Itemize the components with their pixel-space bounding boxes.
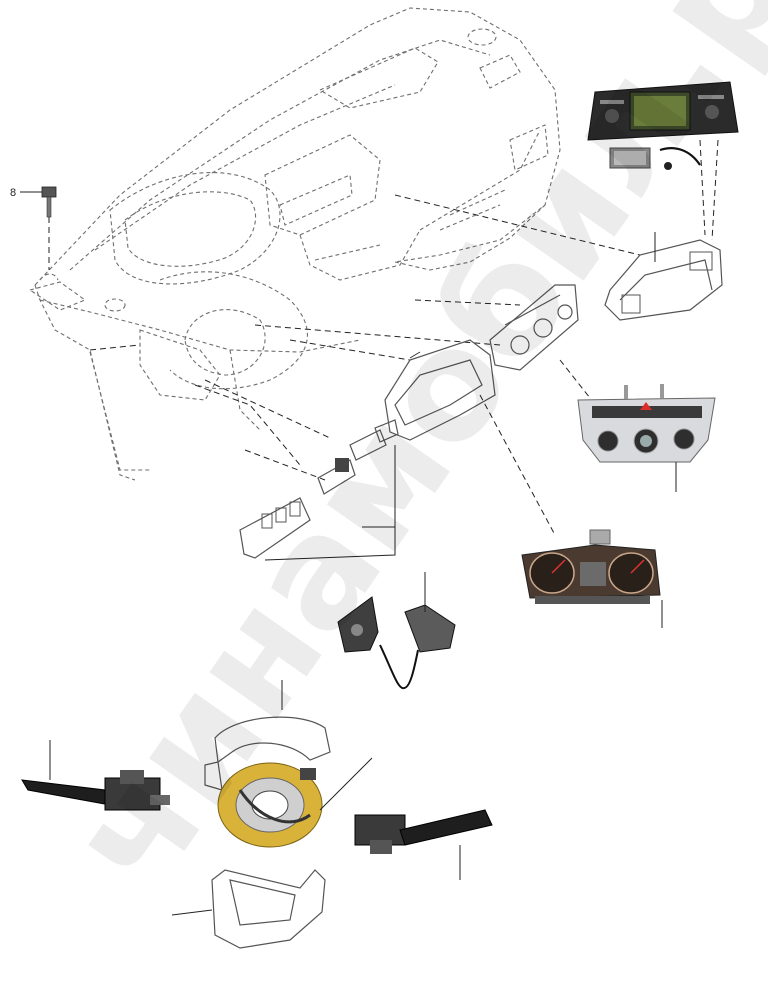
left-combination-switch (21, 740, 170, 811)
callout-number-8: 8 (10, 187, 16, 199)
head-unit-bracket (604, 232, 723, 321)
multimedia-head-unit (587, 81, 739, 170)
switch-modules (239, 419, 399, 561)
connector-lines (89, 139, 719, 536)
clock-spring (217, 757, 373, 848)
climate-control-panel (577, 384, 716, 492)
bolt-callout: 8 (10, 186, 57, 270)
steering-column-lower-cover (171, 869, 326, 949)
right-combination-switch (354, 809, 493, 880)
dashboard-panel (28, 7, 561, 481)
steering-wheel-switches (337, 572, 456, 689)
instrument-cluster (521, 529, 663, 628)
climate-control-panel-outline (489, 284, 579, 371)
